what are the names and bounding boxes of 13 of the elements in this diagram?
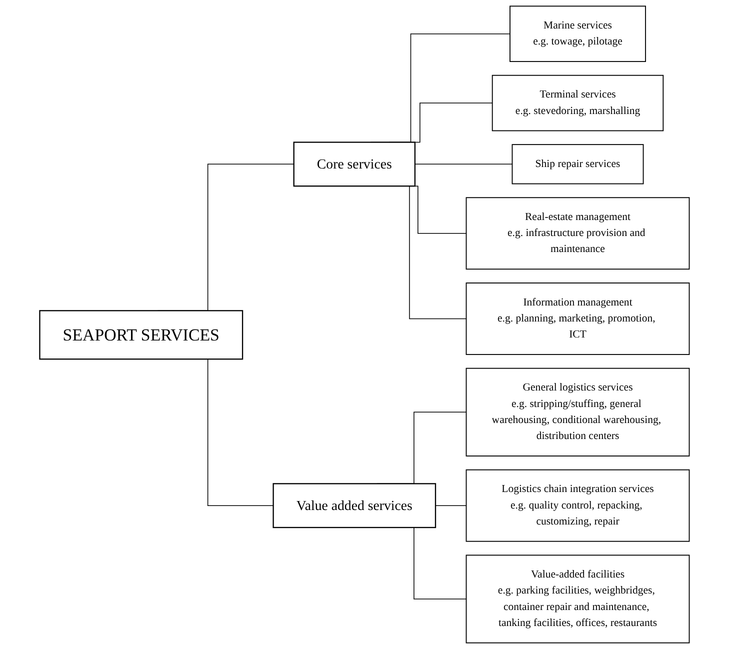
- node-box: SEAPORT SERVICES: [39, 310, 244, 360]
- node-box: General logistics services e.g. stripping/stuffing, general warehousing, conditional warehousing, distribution centers: [466, 368, 690, 456]
- connector: [435, 505, 467, 506]
- node-box: Terminal services e.g. stevedoring, marshalling: [492, 74, 664, 132]
- connector: [414, 164, 513, 165]
- node-box: Core services: [293, 142, 416, 187]
- node-box: Information management e.g. planning, marketing, promotion, ICT: [466, 282, 690, 355]
- node-box: Value-added facilities e.g. parking facilities, weighbridges, container repair and maintenance, tanking facilities, offices, restaurants: [466, 554, 690, 644]
- node-box: Ship repair services: [512, 144, 644, 184]
- node-box: Marine services e.g. towage, pilotage: [510, 6, 646, 62]
- node-box: Real-estate management e.g. infrastructure provision and maintenance: [466, 197, 690, 270]
- node-box: Value added services: [272, 483, 436, 528]
- node-box: Logistics chain integration services e.g. quality control, repacking, customizing, repair: [466, 469, 690, 542]
